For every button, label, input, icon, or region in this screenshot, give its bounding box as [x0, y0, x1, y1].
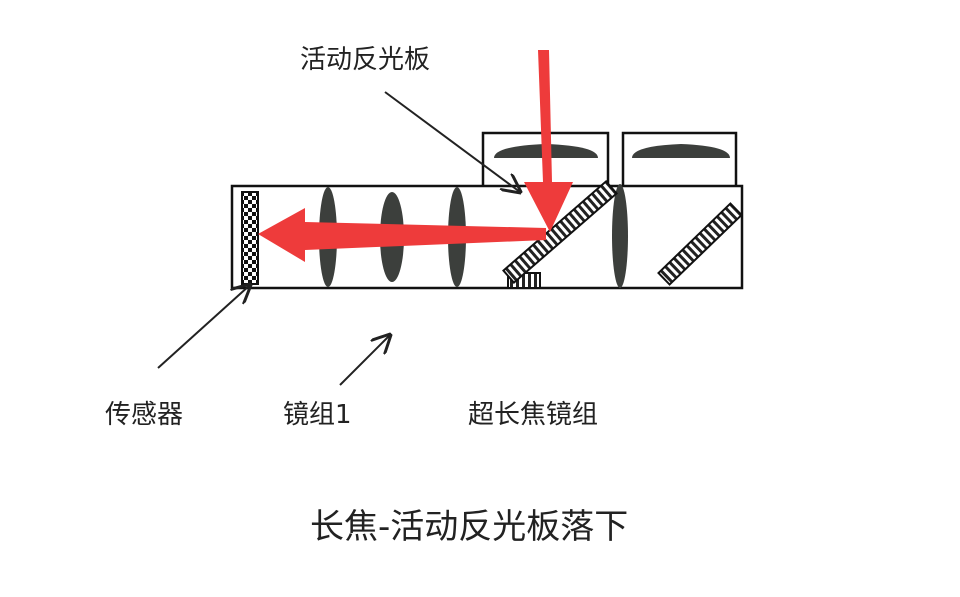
label-super-tele-group: 超长焦镜组 [468, 400, 598, 430]
lens-group-pointer [339, 335, 390, 386]
light-arrow-down [524, 50, 573, 232]
sensor [241, 191, 259, 285]
mirror-pointer [384, 91, 520, 192]
sensor-pointer [157, 285, 250, 369]
lens-4 [612, 184, 628, 288]
fixed-mirror [657, 202, 743, 286]
top-lens-2 [632, 144, 730, 158]
label-lens-group-1: 镜组1 [283, 400, 352, 430]
light-arrow-left [258, 208, 546, 262]
label-sensor: 传感器 [105, 400, 183, 430]
diagram-title: 长焦-活动反光板落下 [310, 507, 628, 547]
movable-mirror [502, 179, 618, 285]
top-housing-2 [621, 131, 738, 189]
label-mirror: 活动反光板 [300, 45, 430, 75]
